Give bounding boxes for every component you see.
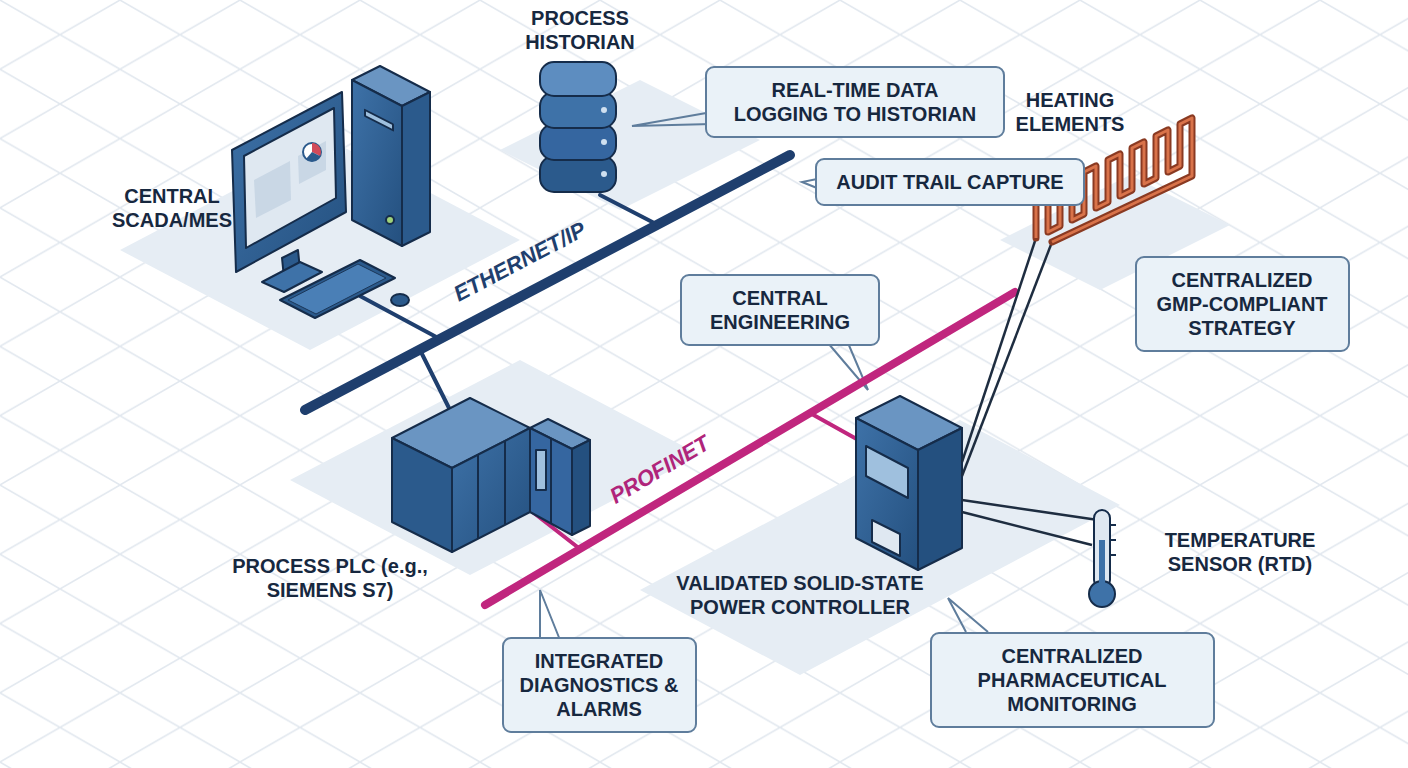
callout-box: INTEGRATED DIAGNOSTICS & ALARMS [502,637,697,733]
callout-box: REAL-TIME DATA LOGGING TO HISTORIAN [705,66,1005,138]
platforms [120,80,1230,675]
callout-text: INTEGRATED DIAGNOSTICS & ALARMS [520,649,679,721]
callout-text: REAL-TIME DATA LOGGING TO HISTORIAN [723,78,987,126]
callout-text: CENTRALIZED GMP-COMPLIANT STRATEGY [1153,268,1332,340]
callout-text: CENTRAL ENGINEERING [698,286,862,334]
callout-box: CENTRALIZED PHARMACEUTICAL MONITORING [930,632,1215,728]
callout-box: CENTRALIZED GMP-COMPLIANT STRATEGY [1135,256,1350,352]
callout-box: AUDIT TRAIL CAPTURE [815,158,1085,206]
callout-text: AUDIT TRAIL CAPTURE [833,170,1067,194]
process-plc [392,398,590,552]
callout-box: CENTRAL ENGINEERING [680,274,880,346]
device-label: TEMPERATURE SENSOR (RTD) [1130,528,1350,576]
device-label: PROCESS HISTORIAN [500,6,660,54]
rtd-sensor [1089,510,1116,607]
callout-text: CENTRALIZED PHARMACEUTICAL MONITORING [948,644,1197,716]
power-controller [856,396,962,570]
historian-server [540,62,616,192]
device-label: CENTRAL SCADA/MES [97,184,247,232]
device-label: HEATING ELEMENTS [990,88,1150,136]
field-wiring [962,238,1098,545]
device-label: VALIDATED SOLID-STATE POWER CONTROLLER [670,571,930,619]
device-label: PROCESS PLC (e.g., SIEMENS S7) [205,554,455,602]
scada-computer [232,66,430,318]
